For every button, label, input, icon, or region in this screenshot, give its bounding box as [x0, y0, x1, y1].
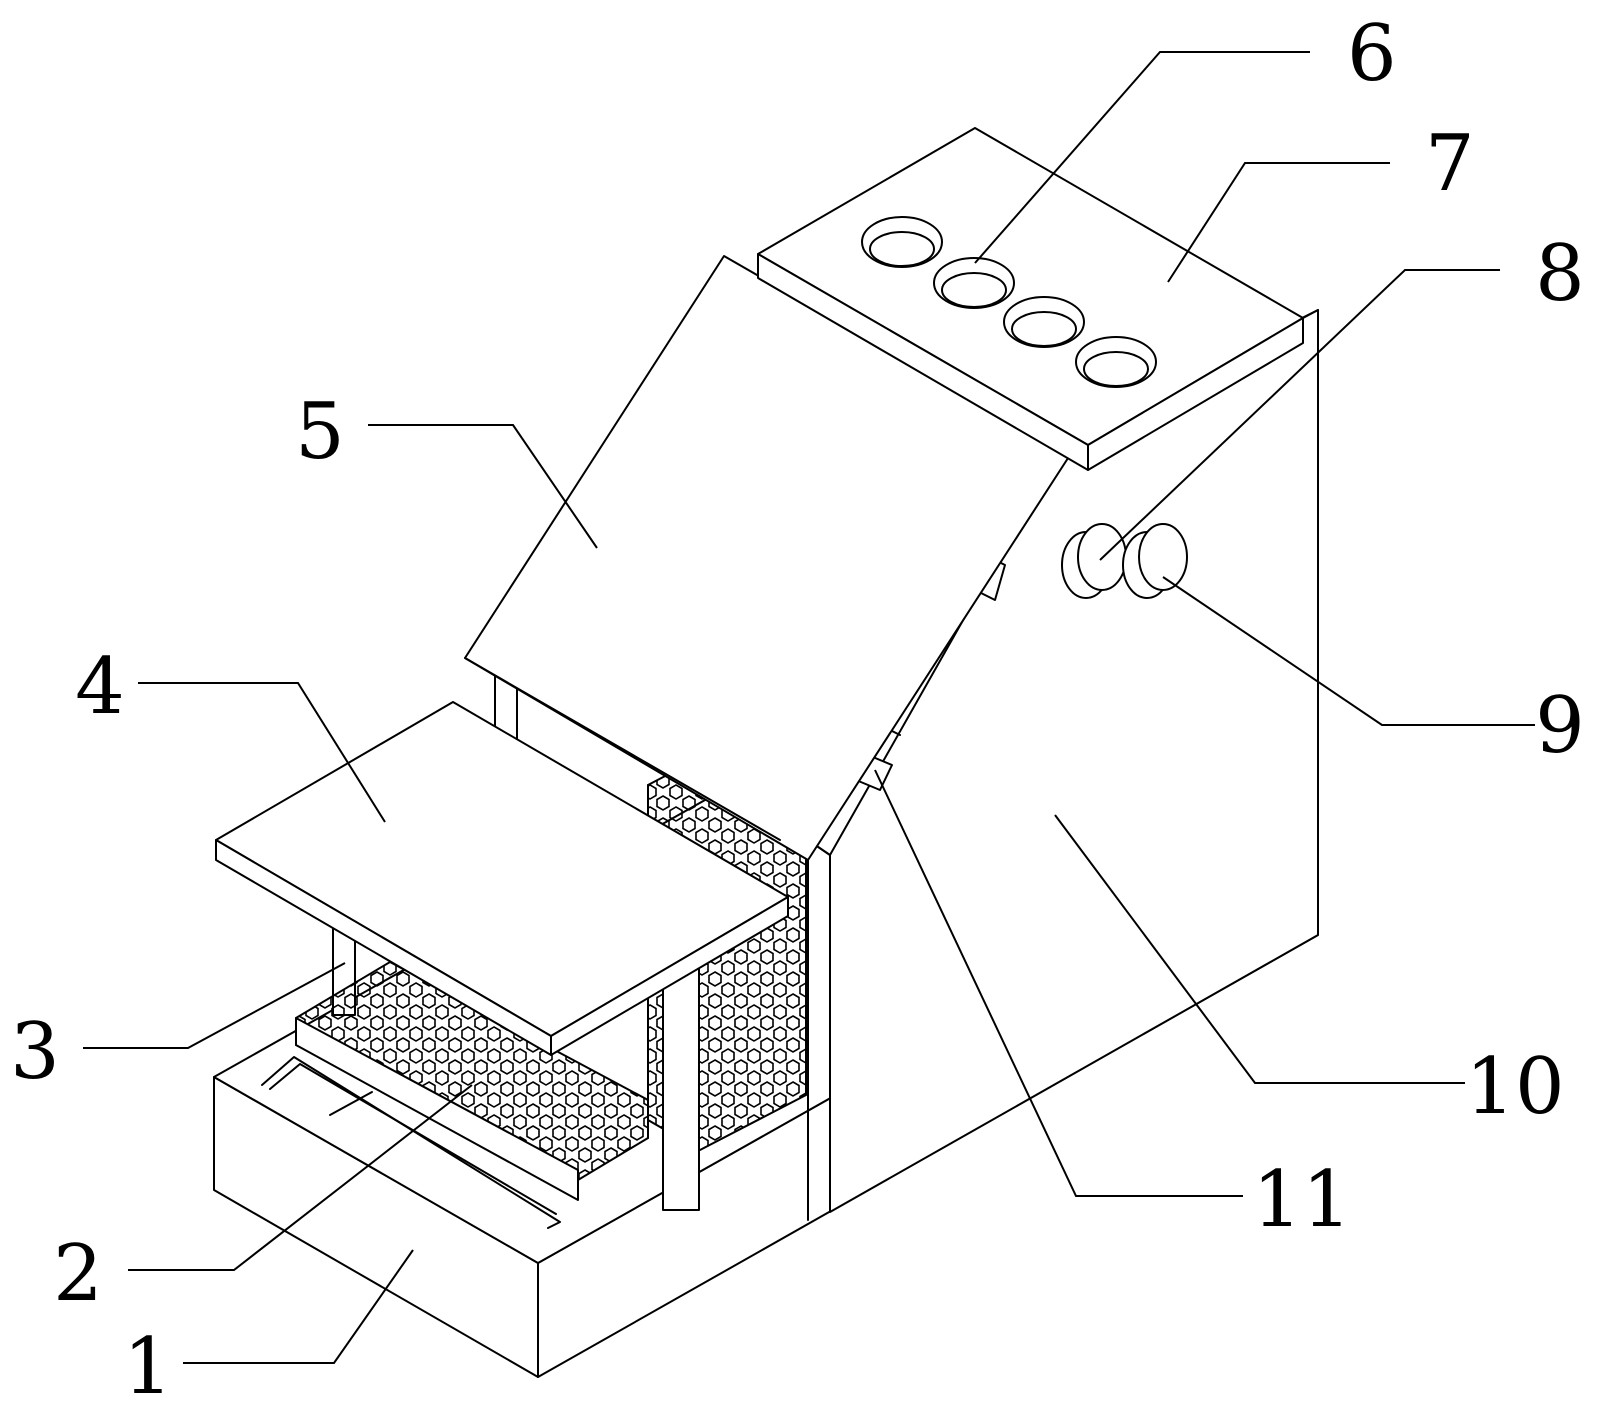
label-4: 4	[75, 642, 125, 732]
label-8: 8	[1535, 229, 1585, 319]
label-2: 2	[53, 1229, 103, 1319]
top-cover	[757, 127, 1319, 471]
label-10: 10	[1465, 1042, 1564, 1132]
filter-plate	[295, 960, 649, 1201]
label-9: 9	[1535, 681, 1585, 771]
label-11: 11	[1252, 1155, 1351, 1245]
label-1: 1	[123, 1322, 173, 1412]
part-labels: 6 7 8 9 5 4 3 2 1 10 11	[10, 9, 1585, 1412]
leader-lines	[83, 51, 1535, 1364]
label-5: 5	[295, 387, 345, 477]
label-6: 6	[1347, 9, 1397, 99]
label-3: 3	[10, 1007, 60, 1097]
lower-lid	[215, 701, 789, 1056]
vent-holes	[861, 216, 1157, 388]
label-7: 7	[1425, 119, 1475, 209]
